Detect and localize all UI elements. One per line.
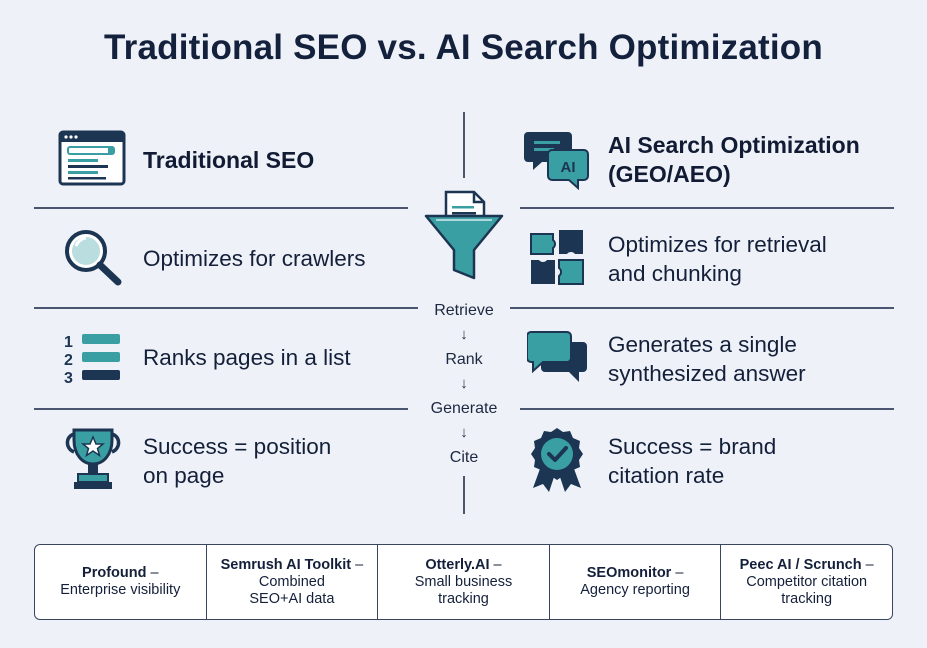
row-divider-left-3	[34, 408, 408, 410]
tool-separator: –	[671, 565, 684, 581]
page-title: Traditional SEO vs. AI Search Optimizati…	[104, 28, 823, 67]
left-row-3-line2: on page	[143, 463, 225, 488]
tool-cell-seomonitor: SEOmonitor – Agency reporting	[550, 545, 722, 619]
chat-bubbles-icon	[526, 330, 589, 386]
center-divider-top	[463, 112, 465, 178]
magnifier-icon	[62, 228, 124, 288]
tool-name: Peec AI / Scrunch	[739, 556, 862, 573]
center-divider-bottom	[463, 476, 465, 514]
right-header-line1: AI Search Optimization	[608, 132, 860, 158]
row-divider-left-2	[34, 307, 418, 309]
tool-desc: Enterprise visibility	[60, 582, 181, 598]
tool-name: Profound	[82, 565, 147, 581]
flow-step-rank: Rank	[445, 351, 483, 368]
tool-cell-peec-scrunch: Peec AI / Scrunch – Competitor citation …	[721, 545, 892, 619]
tool-desc-line2: tracking	[781, 590, 833, 607]
left-row-1-text: Optimizes for crawlers	[143, 246, 366, 271]
tool-name: SEOmonitor	[586, 565, 672, 581]
tool-name: Otterly.AI	[425, 556, 490, 573]
svg-text:AI: AI	[561, 159, 576, 176]
award-badge-icon	[527, 426, 587, 492]
flow-arrow-icon: ↓	[460, 326, 468, 343]
row-divider-right-2	[510, 307, 894, 309]
right-row-2-line2: synthesized answer	[608, 361, 806, 386]
left-row-3-line1: Success = position	[143, 434, 332, 459]
puzzle-icon	[527, 228, 589, 290]
trophy-icon	[62, 428, 124, 492]
flow-arrow-icon: ↓	[460, 375, 468, 392]
right-row-3-line2: citation rate	[608, 463, 725, 488]
tool-cell-profound: Profound – Enterprise visibility	[35, 545, 207, 619]
svg-text:2: 2	[64, 352, 73, 369]
tools-bar: Profound – Enterprise visibility Semrush…	[34, 544, 893, 620]
left-header: Traditional SEO	[143, 147, 315, 173]
tool-desc-line1: Combined	[258, 573, 325, 590]
right-row-2-line1: Generates a single	[608, 332, 797, 357]
browser-window-icon	[58, 130, 126, 186]
right-row-1-line1: Optimizes for retrieval	[608, 232, 827, 257]
row-divider-left-1	[34, 207, 408, 209]
tool-cell-otterly: Otterly.AI – Small business tracking	[378, 545, 550, 619]
tool-desc-line2: tracking	[438, 590, 489, 607]
tool-separator: –	[861, 556, 874, 573]
left-row-2-text: Ranks pages in a list	[143, 345, 351, 370]
tool-desc-line2: SEO+AI data	[249, 590, 335, 607]
flow-arrow-icon: ↓	[460, 424, 468, 441]
ai-chat-bubble-icon: AI	[524, 128, 590, 191]
row-divider-right-3	[520, 408, 894, 410]
tool-desc-line1: Competitor citation	[746, 573, 868, 590]
document-funnel-icon	[422, 188, 506, 284]
tool-separator: –	[146, 565, 159, 581]
flow-step-cite: Cite	[449, 449, 479, 466]
tool-separator: –	[351, 556, 364, 573]
flow-step-generate: Generate	[430, 400, 498, 417]
right-row-3-line1: Success = brand	[608, 434, 777, 459]
ranked-list-icon: 1 2 3	[60, 330, 124, 387]
row-divider-right-1	[520, 207, 894, 209]
flow-step-retrieve: Retrieve	[434, 302, 494, 319]
right-row-1-line2: and chunking	[608, 261, 742, 286]
right-header-line2: (GEO/AEO)	[608, 161, 731, 187]
svg-text:1: 1	[64, 334, 73, 351]
svg-text:3: 3	[64, 370, 73, 386]
tool-desc: Agency reporting	[580, 582, 690, 598]
tool-desc-line1: Small business	[414, 573, 513, 590]
tool-cell-semrush: Semrush AI Toolkit – Combined SEO+AI dat…	[207, 545, 379, 619]
tool-name: Semrush AI Toolkit	[220, 556, 352, 573]
tool-separator: –	[489, 556, 502, 573]
